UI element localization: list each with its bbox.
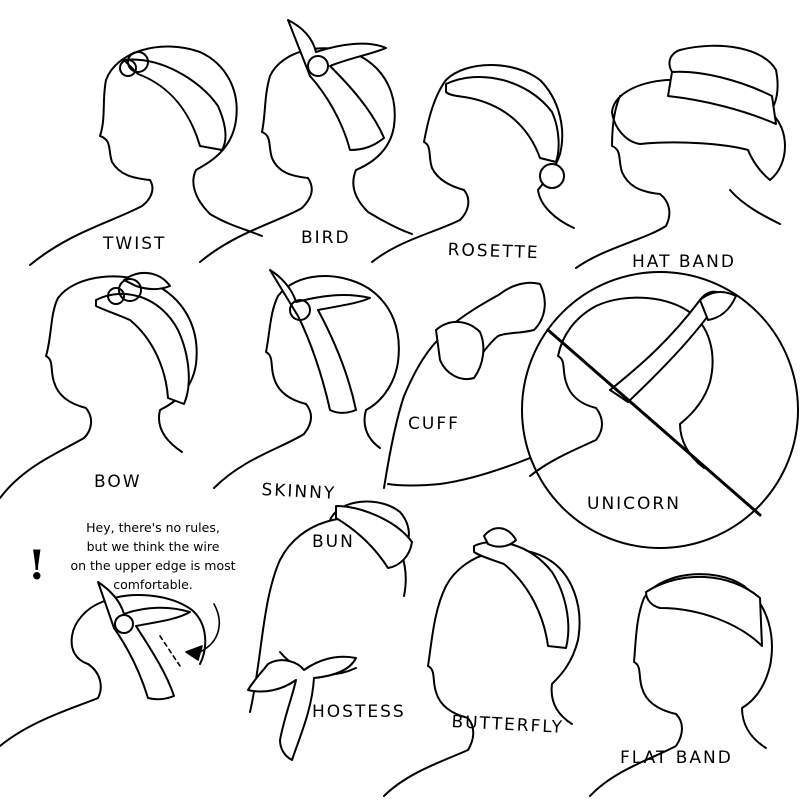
exclamation-mark: ! bbox=[28, 542, 46, 589]
cuff-illustration bbox=[383, 281, 546, 489]
tip-illustration bbox=[0, 581, 221, 747]
hat-band-illustration bbox=[575, 44, 786, 269]
twist-illustration bbox=[29, 45, 263, 266]
tip-line-4: comfortable. bbox=[113, 577, 193, 592]
label-bun: BUN bbox=[312, 532, 355, 552]
label-flat-band: FLAT BAND bbox=[620, 748, 733, 768]
bun-illustration bbox=[247, 500, 413, 761]
tip-line-2: but we think the wire bbox=[86, 539, 220, 554]
skinny-illustration bbox=[213, 269, 400, 489]
butterfly-illustration bbox=[383, 527, 581, 797]
label-bird: BIRD bbox=[301, 228, 351, 248]
tip-line-1: Hey, there's no rules, bbox=[86, 520, 220, 535]
tip-note: Hey, there's no rules, but we think the … bbox=[48, 518, 258, 594]
label-unicorn: UNICORN bbox=[587, 494, 681, 514]
unicorn-illustration bbox=[521, 271, 799, 549]
label-twist: TWIST bbox=[103, 234, 167, 254]
tip-line-3: on the upper edge is most bbox=[70, 558, 236, 573]
rosette-illustration bbox=[371, 64, 575, 263]
label-hat-band: HAT BAND bbox=[632, 252, 736, 272]
label-cuff: CUFF bbox=[408, 414, 460, 434]
bird-illustration bbox=[199, 19, 413, 263]
label-skinny: SKINNY bbox=[260, 480, 337, 504]
label-bow: BOW bbox=[94, 472, 142, 492]
label-hostess: HOSTESS bbox=[312, 702, 406, 722]
flat-band-illustration bbox=[589, 573, 773, 797]
label-rosette: ROSETTE bbox=[447, 240, 540, 264]
bow-illustration bbox=[0, 271, 198, 499]
